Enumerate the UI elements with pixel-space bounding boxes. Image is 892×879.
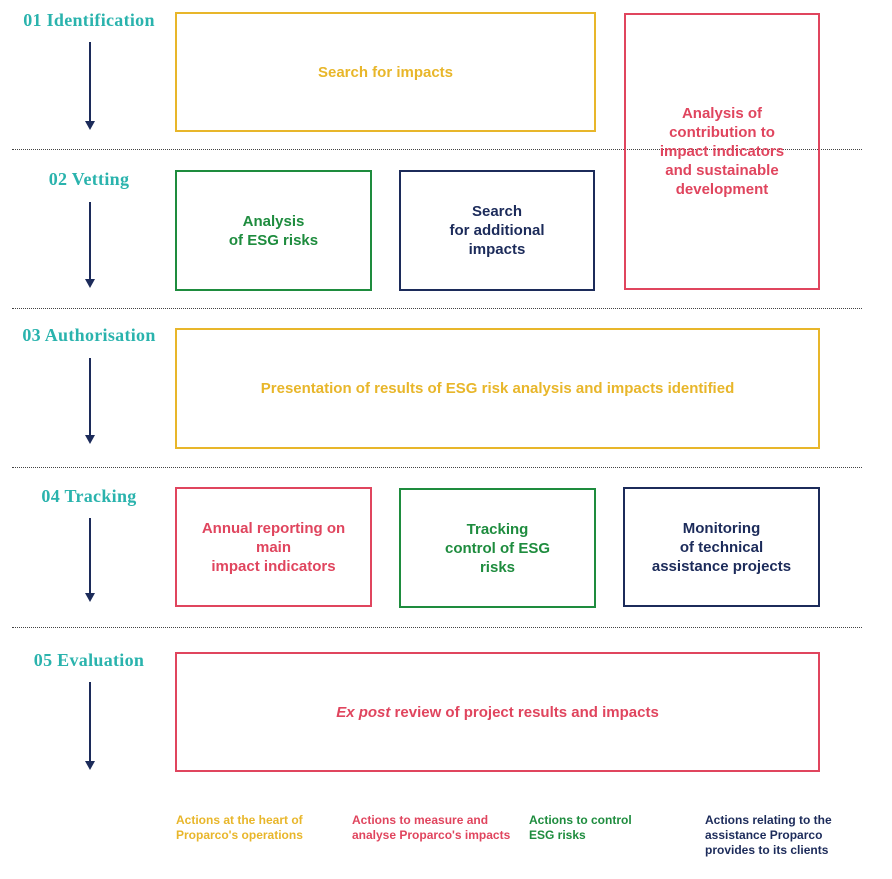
down-arrow-icon	[84, 42, 96, 132]
stage-divider	[12, 467, 862, 468]
down-arrow-icon	[84, 682, 96, 772]
down-arrow-icon	[84, 358, 96, 446]
stage-title-authorisation: 03 Authorisation	[22, 325, 156, 345]
box-search-impacts: Search for impacts	[175, 12, 596, 132]
legend-assistance: Actions relating to the assistance Propa…	[705, 813, 832, 857]
stage-divider	[12, 149, 862, 150]
stage-title-evaluation: 05 Evaluation	[33, 650, 145, 670]
stage-divider	[12, 308, 862, 309]
ex-post-text: review of project results and impacts	[390, 703, 659, 721]
stage-title-tracking: 04 Tracking	[41, 486, 137, 506]
legend-impacts: Actions to measure and analyse Proparco'…	[352, 813, 511, 842]
legend-operations: Actions at the heart of Proparco's opera…	[176, 813, 303, 842]
stage-title-identification: 01 Identification	[23, 10, 155, 30]
stage-title-vetting: 02 Vetting	[48, 169, 130, 189]
ex-post-italic: Ex post	[336, 703, 391, 721]
down-arrow-icon	[84, 518, 96, 604]
box-additional-impacts: Search for additional impacts	[399, 170, 595, 291]
down-arrow-icon	[84, 202, 96, 290]
box-ex-post-review: Ex post review of project results and im…	[175, 652, 820, 772]
box-presentation-results: Presentation of results of ESG risk anal…	[175, 328, 820, 449]
box-contribution-analysis: Analysis of contribution to impact indic…	[624, 13, 820, 290]
box-esg-risk-analysis: Analysis of ESG risks	[175, 170, 372, 291]
box-tracking-esg: Tracking control of ESG risks	[399, 488, 596, 608]
stage-divider	[12, 627, 862, 628]
box-annual-reporting: Annual reporting on main impact indicato…	[175, 487, 372, 607]
legend-esg: Actions to control ESG risks	[529, 813, 632, 842]
box-monitoring-ta: Monitoring of technical assistance proje…	[623, 487, 820, 607]
